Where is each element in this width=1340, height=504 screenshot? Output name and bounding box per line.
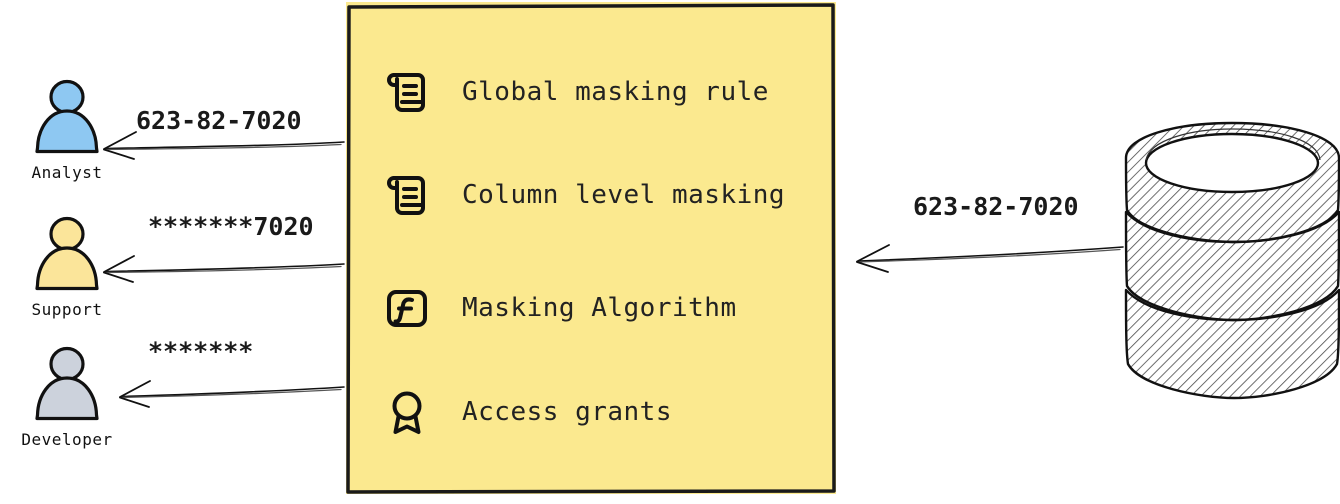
policy-item-label: Global masking rule — [462, 77, 769, 107]
policy-item-label: Masking Algorithm — [462, 293, 737, 323]
arrow-value-developer: ******* — [148, 337, 254, 366]
arrow-database-to-panel: 623-82-7020 — [845, 192, 1125, 275]
actor-label: Support — [31, 300, 103, 319]
scroll-icon — [382, 170, 432, 220]
policy-item-label: Access grants — [462, 397, 672, 427]
actor-analyst: Analyst — [2, 78, 132, 182]
policy-item-access-grants[interactable]: Access grants — [382, 382, 672, 442]
arrow-to-analyst: 623-82-7020 — [86, 106, 346, 160]
actor-support: Support — [2, 215, 132, 319]
arrow-value-database: 623-82-7020 — [913, 192, 1079, 221]
actor-label: Developer — [21, 430, 113, 449]
scroll-icon — [382, 67, 432, 117]
policy-item-global-masking-rule[interactable]: Global masking rule — [382, 62, 769, 122]
policy-item-masking-algorithm[interactable]: Masking Algorithm — [382, 278, 737, 338]
arrow-to-developer: ******* — [110, 337, 346, 415]
person-icon — [30, 215, 104, 299]
policy-item-label: Column level masking — [462, 180, 786, 210]
arrow-value-support: *******7020 — [148, 212, 314, 241]
policy-item-column-level-masking[interactable]: Column level masking — [382, 165, 785, 225]
policy-item-list: Global masking rule Column level masking — [346, 2, 836, 494]
function-icon — [382, 283, 432, 333]
award-icon — [382, 387, 432, 437]
arrow-value-analyst: 623-82-7020 — [136, 106, 302, 135]
masking-policy-panel: Global masking rule Column level masking — [346, 2, 836, 494]
actor-developer: Developer — [2, 345, 132, 449]
arrow-to-support: *******7020 — [86, 212, 346, 290]
person-icon — [30, 345, 104, 429]
person-icon — [30, 78, 104, 162]
actor-label: Analyst — [31, 163, 103, 182]
database-cylinder-icon — [1120, 120, 1340, 400]
